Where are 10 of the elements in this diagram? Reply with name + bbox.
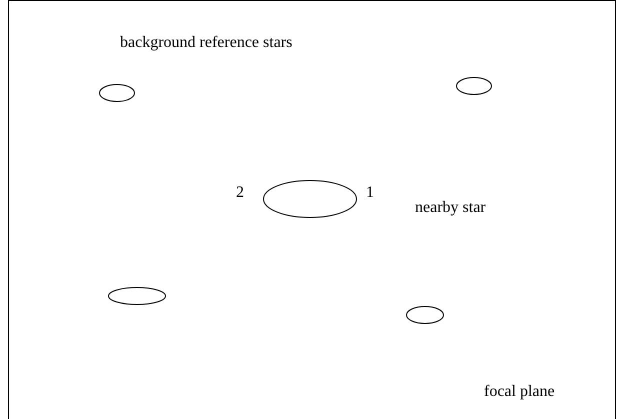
star-ellipse <box>263 180 357 218</box>
star-ellipse <box>99 84 135 102</box>
star-ellipse <box>456 77 492 95</box>
position-number: 1 <box>366 184 374 202</box>
star-ellipse <box>406 306 444 324</box>
caption-text: background reference stars <box>120 34 292 52</box>
star-label: nearby star <box>415 199 486 217</box>
star-ellipse <box>108 287 166 305</box>
position-number: 2 <box>236 184 244 202</box>
plane-label: focal plane <box>484 383 555 401</box>
